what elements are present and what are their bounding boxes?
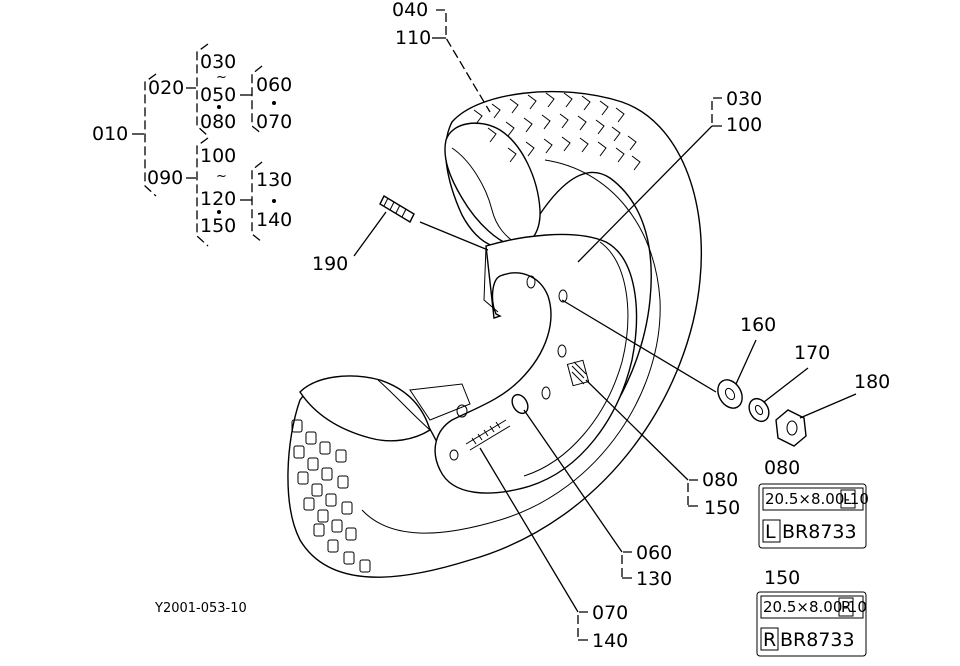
tree-020-label: 020 [148,77,184,99]
callout-150: 150 [704,497,740,519]
callout-110: 110 [395,27,431,49]
callouts: 040 110 030 100 190 160 170 180 080 150 … [312,0,890,652]
callout-100: 100 [726,114,762,136]
callout-130: 130 [636,568,672,590]
stud-bolt [379,195,415,223]
callout-070: 070 [592,602,628,624]
tree-120-label: 120 [200,188,236,210]
tree-060-label: 060 [256,74,292,96]
rim-bolt-holes [449,275,568,461]
plate-080-code: BR8733 [782,521,857,543]
plate-150-title: 150 [764,567,800,589]
plate-080: 080 20.5×8.00-10 L L BR8733 [758,457,869,549]
plate-150-letter: R [763,629,776,651]
tree-080-label: 080 [200,111,236,133]
washer-170 [748,397,770,423]
callout-080: 080 [702,469,738,491]
callout-180: 180 [854,371,890,393]
rim-label-patch [566,359,590,387]
plate-080-side: L [843,490,852,508]
plate-150-size: 20.5×8.00-10 [763,598,867,616]
tread-pattern-bottom [291,419,371,573]
tree-100-label: 100 [200,145,236,167]
plate-150-side: R [841,598,851,616]
tree-150-label: 150 [200,215,236,237]
callout-170: 170 [794,342,830,364]
svg-text:~: ~ [216,70,227,85]
callout-030: 030 [726,88,762,110]
plate-150-code: BR8733 [780,629,855,651]
parts-tree: 010 020 030 ~ 050 080 060 070 090 100 ~ … [92,43,292,247]
tree-050-label: 050 [200,84,236,106]
plate-080-title: 080 [764,457,800,479]
tree-090-label: 090 [147,167,183,189]
tree-130-label: 130 [256,169,292,191]
tree-070-label: 070 [256,111,292,133]
plate-080-size: 20.5×8.00-10 [765,490,869,508]
wheel-drawing [287,90,807,578]
callout-060: 060 [636,542,672,564]
wheel-rim [434,233,638,494]
washer-160 [717,379,743,409]
tree-root-label: 010 [92,123,128,145]
plate-080-letter: L [765,521,776,543]
plate-150: 150 20.5×8.00-10 R R BR8733 [756,567,867,657]
callout-160: 160 [740,314,776,336]
tread-pattern-top [473,92,641,171]
nut-180 [775,409,807,447]
figure-id: Y2001-053-10 [154,601,247,616]
tree-140-label: 140 [256,209,292,231]
svg-text:~: ~ [216,169,227,184]
callout-140: 140 [592,630,628,652]
callout-040: 040 [392,0,428,21]
valve-stem [465,393,529,451]
callout-190: 190 [312,253,348,275]
tree-030-label: 030 [200,51,236,73]
